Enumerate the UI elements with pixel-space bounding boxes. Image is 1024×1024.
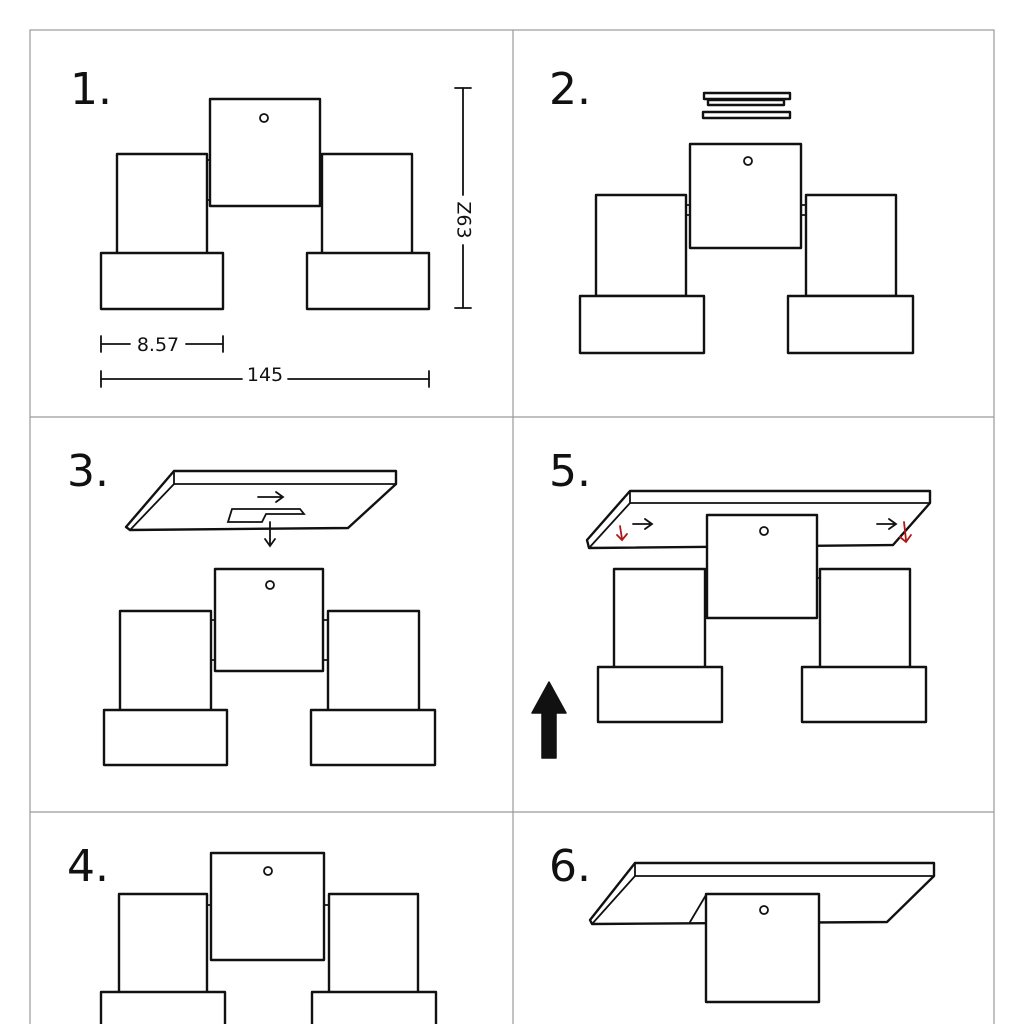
panel-step-4: 4. [67, 841, 438, 1024]
panel-step-2: 2. [549, 64, 915, 355]
mounting-plates [701, 91, 792, 120]
fixture-step-1 [99, 97, 431, 311]
red-arrow-right [899, 521, 912, 544]
panel-step-6: 6. [549, 841, 936, 1004]
step-number-4: 4. [67, 841, 109, 892]
fixture-step-6 [689, 892, 821, 1004]
dimension-total-width: 145 [100, 364, 430, 388]
panel-step-1: 1. Z63 8.57 [70, 64, 475, 388]
fixture-step-4 [99, 851, 438, 1024]
panel-step-3: 3. [67, 446, 437, 767]
fixture-step-3 [102, 567, 437, 767]
ceiling-plate-step-3 [124, 469, 398, 548]
dimension-side-width: 8.57 [100, 334, 224, 356]
step-number-2: 2. [549, 64, 591, 115]
step-number-6: 6. [549, 841, 591, 892]
panel-grid [29, 29, 995, 1024]
step-number-5: 5. [549, 446, 591, 497]
lift-up-arrow [531, 681, 567, 759]
ceiling-plate-step-5 [585, 489, 932, 620]
height-dimension-label: Z63 [453, 201, 475, 238]
panel-step-5: 5. [531, 446, 932, 759]
fixture-step-5 [596, 567, 928, 724]
step-number-1: 1. [70, 64, 112, 115]
total-width-dimension-label: 145 [247, 364, 283, 386]
red-arrow-left [616, 525, 628, 542]
dimension-height: Z63 [453, 87, 475, 309]
fixture-step-2 [578, 142, 915, 355]
step-number-3: 3. [67, 446, 109, 497]
side-width-dimension-label: 8.57 [137, 334, 179, 356]
